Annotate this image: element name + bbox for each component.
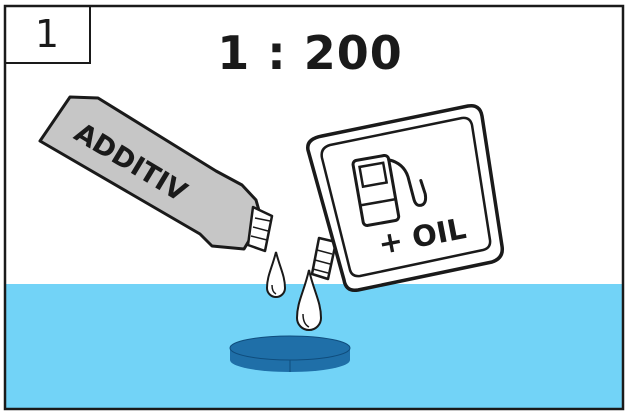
- step-number: 1: [5, 6, 89, 62]
- tank-opening: [230, 336, 350, 372]
- additive-drop: [267, 252, 285, 297]
- step-number-box: 1: [5, 6, 91, 64]
- mixing-ratio: 1 : 200: [160, 26, 460, 80]
- oil-canister: [308, 106, 503, 291]
- oil-drop: [297, 270, 321, 330]
